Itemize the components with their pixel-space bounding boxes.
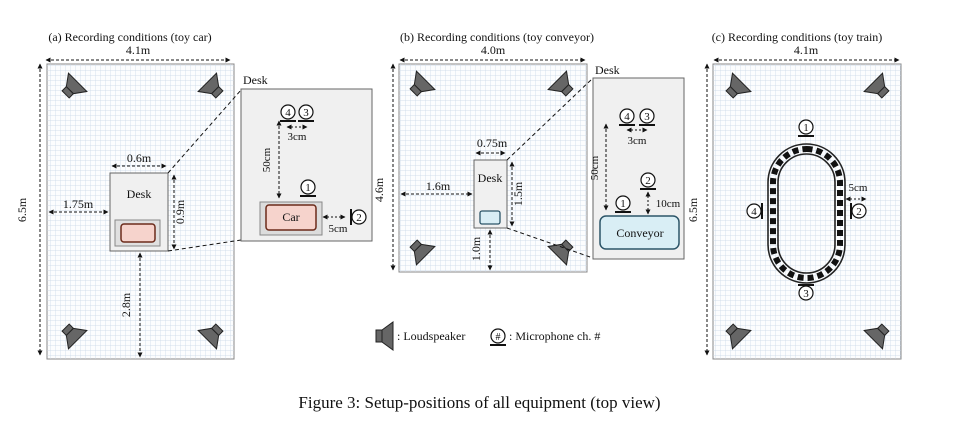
desk-b-depth: 1.5m — [511, 181, 525, 206]
inset-b-3cm: 3cm — [628, 135, 647, 147]
panel-a-width: 4.1m — [126, 43, 151, 57]
figure: (a) Recording conditions (toy car) 4.1m … — [15, 30, 902, 360]
panel-a: (a) Recording conditions (toy car) 4.1m … — [15, 30, 373, 360]
microphone-icon: 2 — [850, 203, 867, 219]
microphone-icon: 1 — [614, 195, 632, 213]
figure-caption: Figure 3: Setup-positions of all equipme… — [298, 393, 661, 412]
inset-a-50cm: 50cm — [261, 147, 273, 172]
svg-text:1: 1 — [803, 122, 809, 134]
microphone-icon: 4 — [618, 108, 636, 126]
microphone-icon: 2 — [350, 209, 367, 225]
car-icon — [120, 223, 156, 243]
desk-a-depth: 0.9m — [173, 199, 187, 224]
desk-b-width: 0.75m — [477, 136, 508, 150]
inset-b-10cm: 10cm — [656, 198, 681, 210]
car-label: Car — [282, 210, 299, 224]
inset-a-5cm: 5cm — [329, 223, 348, 235]
microphone-icon: 1 — [797, 119, 815, 137]
panel-a-height: 6.5m — [15, 197, 29, 222]
microphone-icon: 4 — [279, 104, 297, 122]
conveyor-label: Conveyor — [616, 226, 663, 240]
panel-a-title: (a) Recording conditions (toy car) — [48, 30, 211, 44]
conveyor-icon — [479, 210, 501, 225]
train-track — [767, 143, 846, 284]
desk-b-label: Desk — [478, 171, 503, 185]
inset-a-label: Desk — [243, 73, 268, 87]
microphone-icon: 4 — [746, 203, 763, 219]
panel-c-5cm: 5cm — [849, 182, 868, 194]
panel-c-title: (c) Recording conditions (toy train) — [712, 30, 883, 44]
panel-b-title: (b) Recording conditions (toy conveyor) — [400, 30, 594, 44]
svg-text:4: 4 — [624, 111, 630, 123]
legend-loudspeaker: : Loudspeaker — [397, 329, 465, 343]
microphone-icon: 1 — [299, 179, 317, 197]
microphone-icon: 2 — [639, 172, 657, 190]
panel-b-height: 4.6m — [372, 177, 386, 202]
panel-b-width: 4.0m — [481, 43, 506, 57]
svg-text:2: 2 — [856, 206, 862, 218]
svg-text:#: # — [496, 332, 501, 343]
legend: : Loudspeaker # : Microphone ch. # — [375, 321, 600, 351]
panel-b-left-distance: 1.6m — [426, 179, 451, 193]
panel-c-width: 4.1m — [794, 43, 819, 57]
svg-text:1: 1 — [620, 198, 626, 210]
desk-a-label: Desk — [127, 187, 152, 201]
car-icon — [265, 204, 317, 231]
panel-b: (b) Recording conditions (toy conveyor) … — [372, 30, 685, 273]
panel-c-height: 6.5m — [686, 197, 700, 222]
microphone-icon: 3 — [297, 104, 315, 122]
microphone-icon: 3 — [798, 284, 814, 301]
inset-a-3cm: 3cm — [288, 131, 307, 143]
loudspeaker-icon — [375, 321, 394, 351]
svg-text:2: 2 — [645, 175, 651, 187]
panel-a-bottom-distance: 2.8m — [119, 292, 133, 317]
svg-text:3: 3 — [303, 107, 309, 119]
desk-a-width: 0.6m — [127, 151, 152, 165]
legend-microphone: : Microphone ch. # — [509, 329, 600, 343]
svg-text:3: 3 — [644, 111, 650, 123]
panel-b-bottom-distance: 1.0m — [469, 236, 483, 261]
panel-a-left-distance: 1.75m — [63, 197, 94, 211]
microphone-icon: # — [490, 328, 506, 346]
svg-text:4: 4 — [751, 206, 757, 218]
inset-b-label: Desk — [595, 63, 620, 77]
conveyor-icon — [599, 215, 680, 250]
svg-text:4: 4 — [285, 107, 291, 119]
svg-text:2: 2 — [356, 212, 362, 224]
svg-text:3: 3 — [803, 288, 809, 300]
svg-text:1: 1 — [305, 182, 311, 194]
inset-b-50cm: 50cm — [589, 155, 601, 180]
panel-c: (c) Recording conditions (toy train) 4.1… — [686, 30, 902, 360]
microphone-icon: 3 — [638, 108, 656, 126]
